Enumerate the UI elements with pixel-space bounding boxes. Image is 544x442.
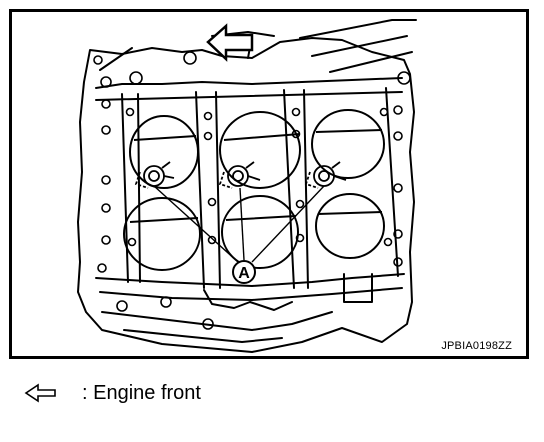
left-arrow-icon: [24, 383, 56, 403]
legend-text: : Engine front: [82, 381, 201, 404]
cylinder-bore: [315, 193, 385, 259]
cylinder-bore: [129, 115, 199, 189]
left-arrow-icon: [206, 23, 254, 62]
cylinder-bore: [221, 195, 299, 269]
oil-jet: [304, 161, 347, 189]
oil-jet: [134, 161, 175, 189]
figure-code: JPBIA0198ZZ: [441, 340, 512, 352]
engine-block-illustration: A: [77, 19, 417, 353]
diagram-frame: A JPBIA0198ZZ: [9, 9, 529, 359]
cylinder-bore: [311, 109, 385, 179]
cylinder-bore: [219, 111, 301, 189]
oil-jet: [218, 161, 261, 189]
callout-label: A: [238, 265, 250, 282]
cylinder-bore: [123, 197, 201, 271]
callout-a: A: [232, 260, 256, 284]
block-outline: [77, 37, 415, 353]
legend: : Engine front: [24, 378, 201, 408]
